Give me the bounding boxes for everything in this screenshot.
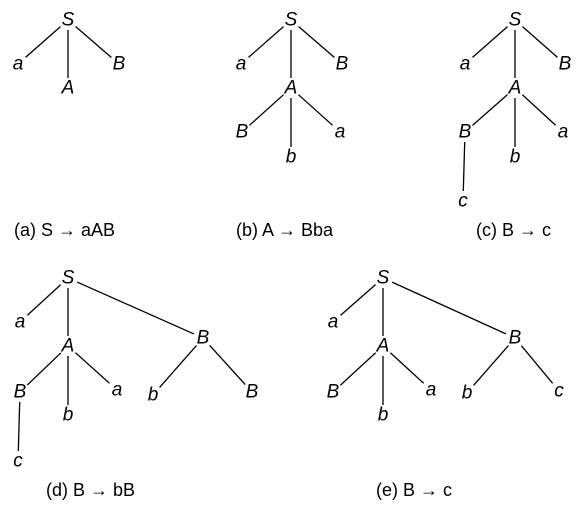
tree-node-a2: a: [335, 122, 346, 143]
tree-node-s: S: [377, 268, 390, 289]
tree-caption: (a) S → aAB: [14, 220, 115, 240]
tree-node-b: b: [510, 147, 521, 168]
tree-edge-b-b3: [209, 344, 246, 386]
tree-node-a: a: [236, 54, 247, 75]
tree-node-s: S: [62, 268, 75, 289]
tree-edge-b2-c: [17, 401, 21, 452]
tree-edge-s-a: [248, 26, 284, 58]
tree-node-b: B: [197, 328, 210, 349]
tree-edge-a-b2: [26, 352, 62, 386]
tree-caption: (c) B → c: [476, 220, 551, 240]
tree-a: SaA B (a) S → aAB: [13, 10, 126, 241]
tree-edge-a-a2: [521, 94, 557, 126]
tree-node-c: c: [13, 451, 23, 472]
tree-edge-s-b: [522, 26, 558, 58]
tree-edge-s-a: [340, 284, 376, 316]
tree-caption: (b) A → Bba: [236, 220, 334, 240]
tree-node-a2: a: [112, 380, 123, 401]
tree-node-b3: b: [148, 385, 159, 406]
tree-node-b: b: [286, 147, 297, 168]
tree-node-c: c: [458, 191, 468, 212]
tree-node-a: a: [460, 54, 471, 75]
tree-node-b2: B: [236, 122, 249, 143]
tree-edge-s-b: [76, 281, 195, 335]
tree-edge-b-c3: [520, 345, 554, 384]
tree-node-b: b: [63, 405, 74, 426]
tree-edge-b-b3: [473, 345, 509, 386]
tree-node-b2: B: [327, 382, 340, 403]
tree-node-b2: B: [459, 122, 472, 143]
tree-node-a: A: [61, 336, 75, 357]
tree-node-a: a: [13, 54, 24, 75]
tree-node-a: a: [328, 312, 339, 333]
tree-node-a: a: [15, 312, 26, 333]
tree-node-a: A: [61, 78, 75, 99]
tree-node-b: B: [113, 54, 126, 75]
tree-edge-a-b2: [339, 352, 377, 386]
tree-node-b3: B: [246, 382, 259, 403]
tree-caption: (d) B → bB: [46, 480, 135, 500]
tree-edge-s-b: [75, 26, 112, 58]
tree-node-s: S: [62, 10, 75, 31]
tree-edge-s-a: [26, 284, 62, 316]
tree-edge-a-a2: [389, 352, 425, 384]
tree-node-a: A: [284, 78, 298, 99]
tree-node-b: B: [336, 54, 349, 75]
tree-edge-a-b2: [472, 94, 508, 126]
tree-node-a: A: [508, 78, 522, 99]
tree-node-a: A: [376, 336, 390, 357]
tree-node-a2: a: [426, 380, 437, 401]
tree-node-s: S: [509, 10, 522, 31]
tree-edge-s-b: [391, 281, 507, 335]
tree-edge-a-a2: [298, 94, 333, 126]
tree-edge-s-a: [25, 26, 61, 58]
tree-node-a2: a: [558, 122, 569, 143]
tree-node-b2: B: [14, 382, 27, 403]
tree-caption: (e) B → c: [376, 480, 452, 500]
tree-node-b3: b: [462, 383, 473, 404]
tree-edge-b2-c: [462, 141, 466, 192]
tree-node-b: B: [509, 328, 522, 349]
tree-edge-s-a: [472, 26, 508, 58]
tree-edge-s-b: [298, 26, 335, 58]
tree-node-c3: c: [554, 381, 564, 402]
tree-edge-a-a2: [75, 352, 110, 384]
tree-node-b: B: [559, 54, 572, 75]
tree-node-b: b: [378, 405, 389, 426]
tree-node-s: S: [285, 10, 298, 31]
tree-edge-b-b3: [159, 345, 197, 388]
tree-edge-a-b2: [249, 94, 284, 126]
